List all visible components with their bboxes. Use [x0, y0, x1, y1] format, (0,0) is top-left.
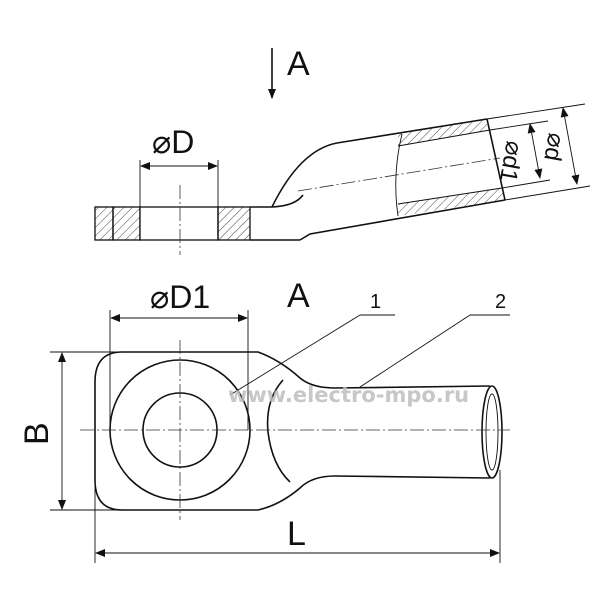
plate-section-left	[112, 206, 141, 241]
plan-view: A ⌀D1 B L 1 2	[18, 277, 510, 563]
barrel-end-outer	[481, 385, 503, 479]
hole-section	[139, 206, 219, 241]
dim-inner-barrel-label: ⌀d1	[494, 139, 528, 184]
barrel-end-inner	[485, 393, 499, 471]
callout-2: 2	[495, 291, 506, 313]
dim-width-label: B	[18, 422, 56, 445]
dim-length-label: L	[287, 515, 306, 553]
view-arrow-label: A	[287, 45, 310, 83]
dim-hole-label: ⌀D	[152, 124, 194, 160]
watermark: www.electro-mpo.ru	[228, 383, 469, 407]
view-a-label: A	[287, 277, 310, 315]
dim-outer-barrel-label: ⌀d	[538, 131, 569, 163]
plate-section-right	[217, 206, 251, 241]
bolt-section	[94, 206, 114, 241]
section-view: A ⌀D ⌀d1 ⌀d	[94, 45, 591, 255]
callout-1: 1	[370, 291, 381, 313]
dim-ring-label: ⌀D1	[150, 279, 210, 315]
